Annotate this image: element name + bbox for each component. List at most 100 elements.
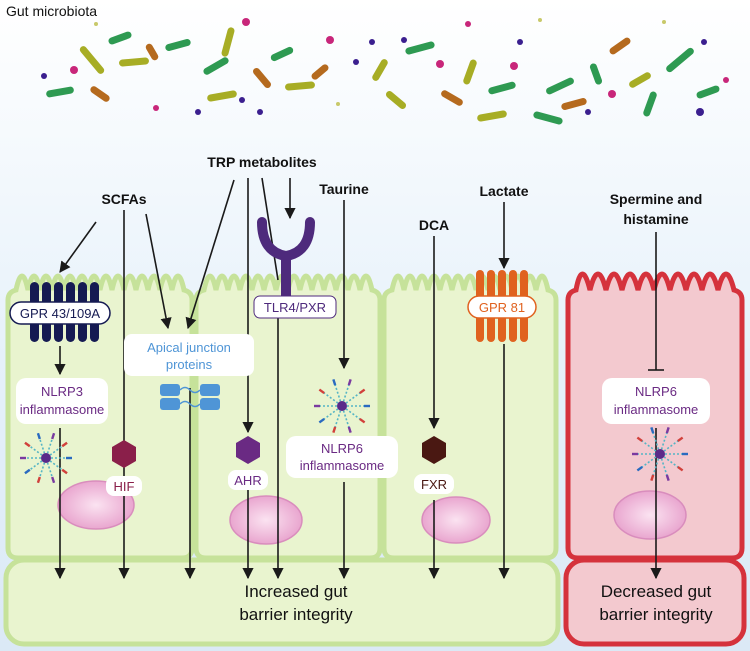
- increased-line2: barrier integrity: [239, 605, 353, 624]
- gpr43-receptor: GPR 43/109A: [9, 282, 111, 342]
- ahr-node: AHR: [228, 436, 268, 490]
- microbe-dot: [465, 21, 471, 27]
- microbe-dot: [242, 18, 250, 26]
- bacterium: [311, 64, 329, 80]
- arrow-trp-to-apical: [185, 179, 235, 330]
- bacterium: [441, 90, 463, 106]
- gpr81-receptor: GPR 81: [467, 270, 537, 342]
- microbe-dot: [585, 109, 591, 115]
- arrow-scfas-to-gpr43: [59, 221, 97, 273]
- microbe-dot: [153, 105, 159, 111]
- spermine-label-line2: histamine: [623, 211, 689, 227]
- microbe-dot: [723, 77, 729, 83]
- bacterium: [477, 110, 507, 122]
- tlr4-receptor: TLR4/PXR: [253, 217, 337, 319]
- microbe-dot: [257, 109, 263, 115]
- nucleus-4: [613, 490, 687, 540]
- bacterium: [405, 41, 435, 55]
- dca-label: DCA: [419, 217, 449, 233]
- nlrp3-inflammasome-icon: [20, 432, 72, 484]
- bacterium: [372, 59, 388, 81]
- bacterium: [385, 91, 407, 109]
- microbiota-cluster: [41, 18, 729, 125]
- bacterium: [270, 46, 294, 62]
- scfas-label: SCFAs: [101, 191, 146, 207]
- bacterium: [488, 81, 516, 95]
- bacterium: [609, 37, 631, 55]
- hif-label: HIF: [114, 479, 135, 494]
- bacterium: [203, 57, 229, 75]
- bacterium: [589, 63, 603, 85]
- nlrp6-green-box: [286, 436, 398, 478]
- nlrp6-green-inflammasome-icon: [314, 378, 370, 434]
- microbe-dot: [70, 66, 78, 74]
- nlrp6-red-box: [602, 378, 710, 424]
- microbe-dot: [517, 39, 523, 45]
- microbe-dot: [401, 37, 407, 43]
- bacterium: [46, 86, 74, 98]
- microbe-dot: [662, 20, 666, 24]
- microbe-dot: [41, 73, 47, 79]
- bacterium: [285, 81, 315, 91]
- bacterium: [463, 59, 477, 85]
- lactate-label: Lactate: [479, 183, 528, 199]
- bacterium: [546, 77, 574, 95]
- microbe-dot: [94, 22, 98, 26]
- bacterium: [253, 67, 271, 89]
- microbe-dot: [369, 39, 375, 45]
- decreased-line1: Decreased gut: [601, 582, 712, 601]
- bacterium: [561, 98, 587, 110]
- hif-node: HIF: [106, 440, 142, 496]
- bacterium: [643, 91, 657, 117]
- nlrp6-red-line2: inflammasome: [614, 402, 699, 417]
- fxr-node: FXR: [414, 436, 454, 494]
- microbe-dot: [195, 109, 201, 115]
- microbe-dot: [239, 97, 245, 103]
- microbe-dot: [538, 18, 542, 22]
- fxr-label: FXR: [421, 477, 447, 492]
- bacterium: [119, 57, 149, 67]
- microbe-dot: [696, 108, 704, 116]
- apical-label-line1: Apical junction: [147, 340, 231, 355]
- microbe-dot: [510, 62, 518, 70]
- microbe-dot: [353, 59, 359, 65]
- microbe-dot: [701, 39, 707, 45]
- bacterium: [145, 43, 159, 61]
- nlrp3-box: [16, 378, 108, 424]
- apical-label-line2: proteins: [166, 357, 213, 372]
- bacterium: [207, 90, 237, 102]
- apical-junction: Apical junction proteins: [124, 334, 254, 410]
- bacterium: [165, 39, 191, 51]
- bacterium: [108, 31, 132, 45]
- spermine-label-line1: Spermine and: [610, 191, 703, 207]
- microbe-dot: [436, 60, 444, 68]
- microbe-dot: [608, 90, 616, 98]
- nlrp6-red-line1: NLRP6: [635, 384, 677, 399]
- gpr81-label: GPR 81: [479, 300, 525, 315]
- barrier-base-red: [563, 557, 747, 647]
- increased-line1: Increased gut: [244, 582, 347, 601]
- ahr-label: AHR: [234, 473, 261, 488]
- microbe-dot: [326, 36, 334, 44]
- bacterium: [629, 72, 651, 88]
- barrier-base-green: [3, 557, 561, 647]
- bacterium: [666, 47, 694, 73]
- bacterium: [79, 46, 105, 74]
- nlrp6-red-inflammasome-icon: [632, 426, 688, 482]
- trp-metabolites-label: TRP metabolites: [207, 154, 317, 170]
- bacterium: [696, 85, 720, 99]
- arrow-scfas-to-apical: [145, 213, 172, 330]
- nlrp6-green-line1: NLRP6: [321, 441, 363, 456]
- nlrp6-green-line2: inflammasome: [300, 458, 385, 473]
- decreased-line2: barrier integrity: [599, 605, 713, 624]
- junction-protein-icon: [160, 384, 220, 410]
- microbe-dot: [336, 102, 340, 106]
- nucleus-3: [421, 496, 491, 544]
- tlr4-label: TLR4/PXR: [264, 300, 326, 315]
- bacterium: [533, 111, 563, 125]
- taurine-label: Taurine: [319, 181, 369, 197]
- gut-microbiota-title: Gut microbiota: [6, 3, 97, 19]
- bacterium: [90, 86, 110, 102]
